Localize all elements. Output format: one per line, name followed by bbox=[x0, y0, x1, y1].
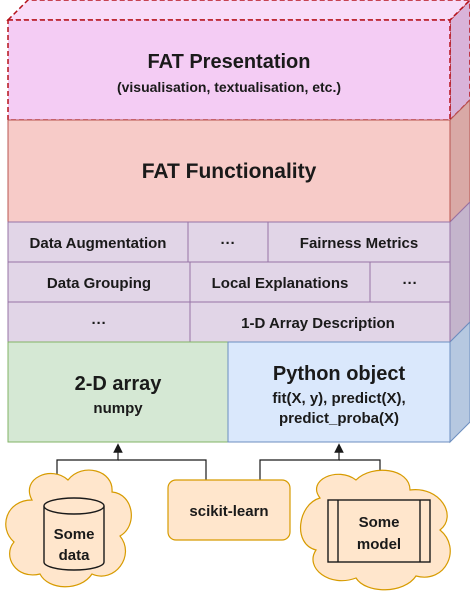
presentation-side-face bbox=[449, 0, 470, 122]
data-to-array-connector bbox=[56, 443, 123, 478]
sklearn-to-array-connector bbox=[118, 459, 207, 480]
row2-ellipsis-box bbox=[369, 261, 451, 303]
data-augmentation-box bbox=[7, 221, 189, 263]
presentation-top-face bbox=[6, 0, 470, 21]
row1-ellipsis-label: ··· bbox=[221, 235, 236, 252]
sklearn-box bbox=[167, 479, 291, 541]
presentation-box bbox=[7, 19, 451, 121]
presentation-subtitle: (visualisation, textualisation, etc.) bbox=[117, 79, 341, 95]
model-label-line2: model bbox=[357, 536, 401, 553]
model-label-line1: Some bbox=[359, 514, 400, 531]
data-label-line1: Some bbox=[54, 526, 95, 543]
local-explanations-label: Local Explanations bbox=[212, 275, 349, 292]
array-title: 2-D array bbox=[75, 373, 163, 395]
data-grouping-label: Data Grouping bbox=[47, 275, 151, 292]
functionality-title: FAT Functionality bbox=[142, 160, 317, 183]
presentation-title: FAT Presentation bbox=[148, 51, 311, 73]
python-object-line1: fit(X, y), predict(X), bbox=[272, 390, 405, 407]
data-augmentation-label: Data Augmentation bbox=[30, 235, 167, 252]
database-icon bbox=[43, 497, 105, 571]
sklearn-label: scikit-learn bbox=[189, 503, 268, 520]
array-description-label: 1-D Array Description bbox=[241, 315, 395, 332]
sklearn-to-python-connector bbox=[259, 443, 344, 480]
data-layer-side-face bbox=[449, 321, 470, 444]
fairness-metrics-label: Fairness Metrics bbox=[300, 235, 418, 252]
array-description-box bbox=[189, 301, 451, 343]
row2-ellipsis-label: ··· bbox=[403, 275, 418, 292]
row3-ellipsis-label: ··· bbox=[92, 315, 107, 332]
components-side-face bbox=[449, 201, 470, 344]
model-process-box bbox=[327, 499, 431, 563]
data-label-line2: data bbox=[59, 547, 91, 564]
python-object-line2: predict_proba(X) bbox=[279, 410, 399, 427]
array-subtitle: numpy bbox=[93, 400, 143, 417]
data-grouping-box bbox=[7, 261, 191, 303]
functionality-side-face bbox=[449, 99, 470, 224]
functionality-box bbox=[7, 119, 451, 223]
python-object-title: Python object bbox=[273, 363, 406, 385]
python-object-box bbox=[227, 341, 451, 443]
